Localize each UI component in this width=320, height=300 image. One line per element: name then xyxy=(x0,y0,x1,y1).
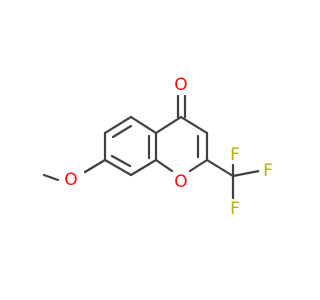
ring-oxygen-label: O xyxy=(174,172,187,192)
bond-inner-c8-c7 xyxy=(110,154,132,168)
atom-background-fluorine-top xyxy=(226,146,244,164)
fluorine-right-label: F xyxy=(263,161,273,181)
molecule-structure: O O O F F F xyxy=(42,75,277,219)
carbonyl-oxygen-label: O xyxy=(174,75,187,95)
atom-background-carbonyl-oxygen xyxy=(171,75,191,95)
bond-layer xyxy=(42,94,261,200)
fluorine-bottom-label: F xyxy=(230,199,240,219)
bond-c8-c7 xyxy=(103,158,133,177)
bond-c6-c5 xyxy=(103,115,133,135)
molecule-canvas: O O O F F F xyxy=(42,75,277,219)
bond-c4a-c4 xyxy=(154,115,183,135)
bond-inner-c6-c5 xyxy=(111,124,133,139)
atom-layer: O O O F F F xyxy=(61,75,277,219)
fluorine-top-label: F xyxy=(230,145,240,165)
bond-o1-c8a xyxy=(154,158,174,173)
bond-methyl-o xyxy=(42,173,60,182)
bond-c5-c4a xyxy=(129,115,158,135)
bond-c4-c3 xyxy=(179,115,209,135)
bond-c2-o1 xyxy=(188,158,209,173)
bond-cf3-f-right xyxy=(231,169,261,178)
bond-c8a-c8 xyxy=(129,158,158,177)
bond-c2-cf3 xyxy=(205,158,235,178)
methoxy-oxygen-label: O xyxy=(64,170,77,190)
atom-background-fluorine-bottom xyxy=(226,200,244,218)
bond-o-aromatic xyxy=(83,158,107,174)
atom-background-ring-oxygen xyxy=(171,172,191,192)
atom-background-fluorine-right xyxy=(259,162,277,180)
atom-background-methoxy-oxygen xyxy=(61,170,81,190)
